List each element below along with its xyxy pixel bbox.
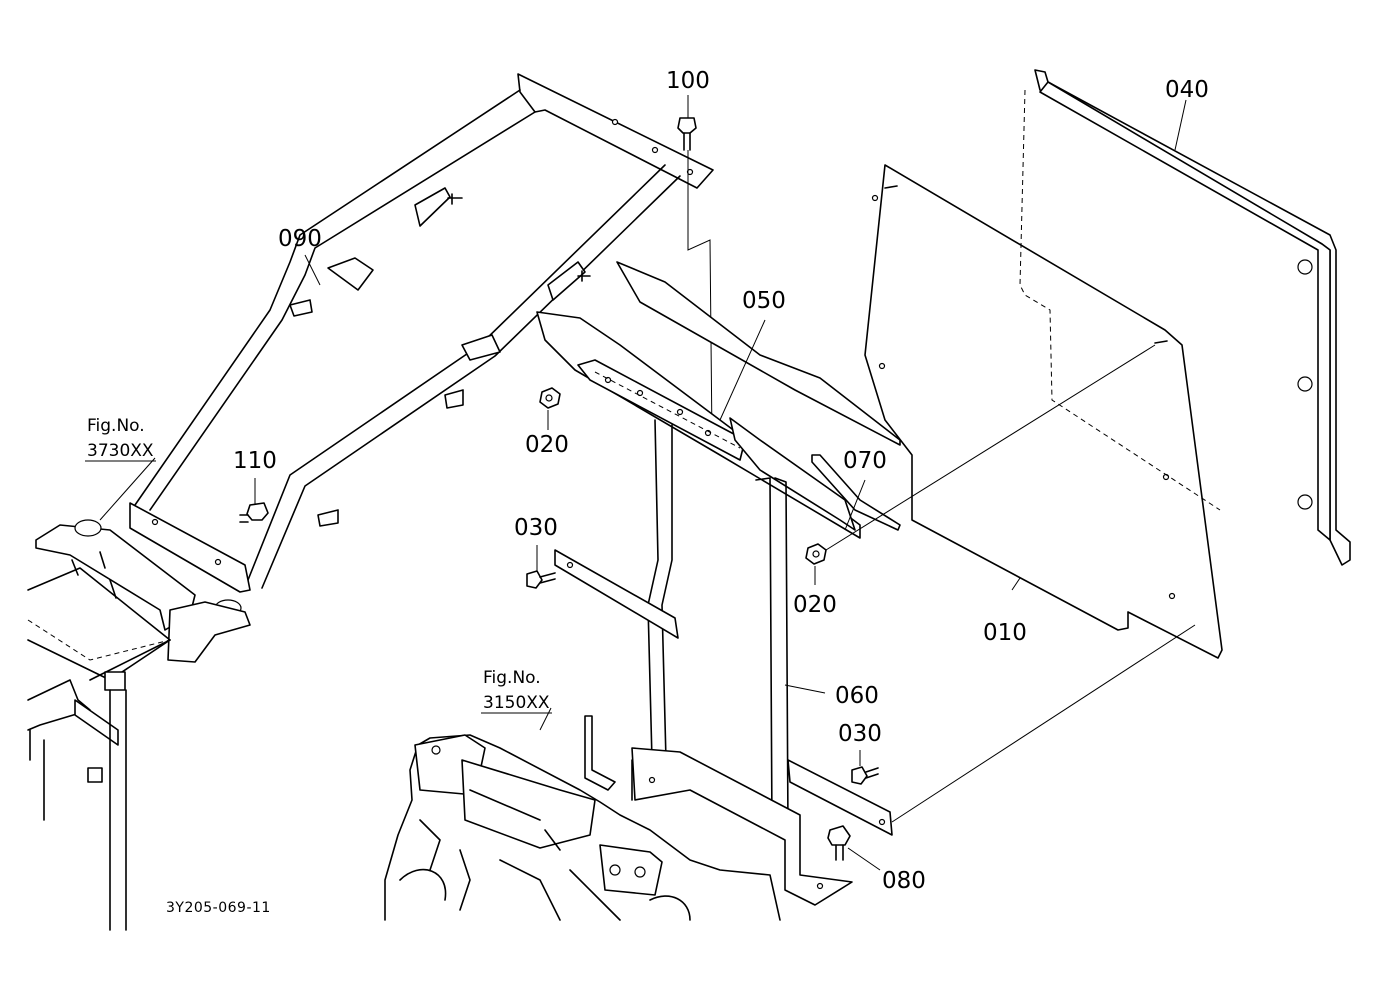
part-040-rear-panel[interactable]: [1034, 69, 1351, 566]
reference-assembly-left: [27, 519, 251, 931]
part-060-support-stay[interactable]: [554, 419, 893, 906]
label-020-lower: 020: [793, 592, 837, 618]
label-080: 080: [882, 868, 926, 894]
label-060: 060: [835, 683, 879, 709]
leader-020-to-010: [825, 344, 1156, 551]
label-030-lower: 030: [838, 721, 882, 747]
hidden-edge-040: [1019, 89, 1221, 511]
fig-ref-caption: Fig.No.: [87, 416, 145, 436]
label-040: 040: [1165, 77, 1209, 103]
part-020-nut-upper[interactable]: [539, 387, 561, 409]
leader-060-to-010: [891, 624, 1196, 823]
part-020-nut-lower[interactable]: [805, 543, 827, 565]
fig-ref-number: 3730XX: [87, 441, 154, 461]
part-090-upper-frame[interactable]: [129, 73, 714, 593]
drawing-code: 3Y205-069-11: [166, 900, 271, 916]
part-080-bolt[interactable]: [827, 825, 851, 861]
fig-ref-3150xx[interactable]: Fig.No. 3150XX: [481, 668, 552, 714]
part-030-bolt-upper[interactable]: [526, 570, 556, 589]
part-030-bolt-lower[interactable]: [851, 766, 879, 785]
reference-assembly-bottom: [384, 734, 781, 921]
label-090: 090: [278, 226, 322, 252]
label-050: 050: [742, 288, 786, 314]
part-110-bolt[interactable]: [239, 502, 269, 523]
leader-100: [687, 150, 713, 441]
leader-lines: [99, 95, 1187, 871]
part-100-bolt[interactable]: [677, 117, 697, 151]
fig-ref-number: 3150XX: [483, 693, 550, 713]
fig-ref-3730xx[interactable]: Fig.No. 3730XX: [85, 416, 156, 462]
fig-ref-caption: Fig.No.: [483, 668, 541, 688]
label-010: 010: [983, 620, 1027, 646]
label-020-upper: 020: [525, 432, 569, 458]
label-070: 070: [843, 448, 887, 474]
label-030-upper: 030: [514, 515, 558, 541]
label-100: 100: [666, 68, 710, 94]
label-110: 110: [233, 448, 277, 474]
part-010-side-panel[interactable]: [864, 164, 1223, 659]
